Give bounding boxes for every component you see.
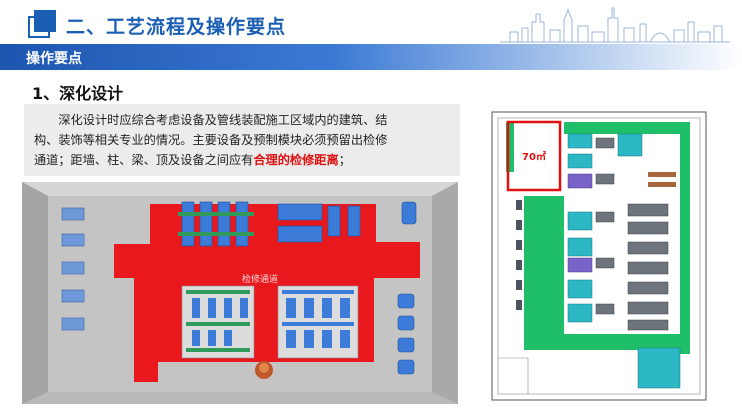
description-line-1: 深化设计时应综合考虑设备及管线装配施工区域内的建筑、结 xyxy=(58,113,388,127)
section-title: 1、深化设计 xyxy=(32,84,124,103)
floor-plan: 70㎡ xyxy=(488,108,710,404)
banner-label: 操作要点 xyxy=(26,51,82,67)
description-line-3-suffix: ； xyxy=(338,153,351,167)
description-line-3-prefix: 通道；距墙、柱、梁、顶及设备之间应有 xyxy=(34,153,254,167)
equipment-room-render: 检修通道 xyxy=(22,182,458,404)
description-line-2: 构、装饰等相关专业的情况。主要设备及预制模块必须预留出检修 xyxy=(34,133,388,147)
plan-area-label: 70㎡ xyxy=(522,150,546,163)
logo-square xyxy=(34,10,56,32)
description-line-3: 通道；距墙、柱、梁、顶及设备之间应有合理的检修距离； xyxy=(34,150,450,170)
page-title: 二、工艺流程及操作要点 xyxy=(66,16,287,38)
aisle-label: 检修通道 xyxy=(242,273,278,285)
description-box: 深化设计时应综合考虑设备及管线装配施工区域内的建筑、结 构、装饰等相关专业的情况… xyxy=(24,104,460,176)
section-banner xyxy=(0,44,742,70)
maintenance-distance-highlight: 合理的检修距离 xyxy=(253,153,339,167)
city-skyline-icon xyxy=(500,7,730,43)
